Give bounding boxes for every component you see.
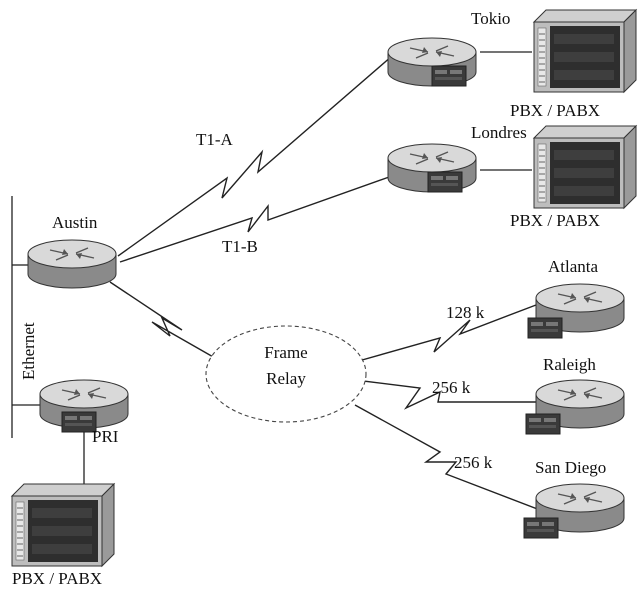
san-diego-router [523, 483, 625, 539]
pri-router [39, 379, 129, 433]
atlanta-link [354, 304, 537, 363]
cloud-label-line1: Frame [264, 343, 307, 362]
atlanta-link-label: 128 k [446, 303, 485, 322]
san-diego-label: San Diego [535, 458, 606, 477]
local-pbx-label: PBX / PABX [12, 569, 102, 588]
san-diego-link [354, 404, 541, 511]
londres-label: Londres [471, 123, 527, 142]
san-diego-link-label: 256 k [454, 453, 493, 472]
pbx-icon [533, 9, 637, 93]
cloud-label-line2: Relay [266, 369, 306, 388]
londres-pbx-label: PBX / PABX [510, 211, 600, 230]
ethernet-label: Ethernet [19, 322, 38, 380]
router-icon [27, 239, 117, 289]
cloud-icon [205, 325, 367, 423]
pri-label: PRI [92, 427, 119, 446]
pbx-icon [11, 483, 115, 567]
atlanta-label: Atlanta [548, 257, 598, 276]
raleigh-link-label: 256 k [432, 378, 471, 397]
londres-pbx [533, 125, 637, 209]
pbx-icon [533, 125, 637, 209]
router-module [431, 65, 467, 87]
frame-relay-cloud: Frame Relay [205, 325, 367, 423]
tokio-router [387, 37, 477, 87]
local-pbx [11, 483, 115, 567]
router-module [427, 171, 463, 193]
raleigh-label: Raleigh [543, 355, 596, 374]
t1b-link [119, 175, 393, 263]
austin-router [27, 239, 117, 289]
atlanta-router [527, 283, 625, 339]
router-module [61, 411, 97, 433]
tokio-pbx-label: PBX / PABX [510, 101, 600, 120]
t1b-label: T1-B [222, 237, 258, 256]
raleigh-router [525, 379, 625, 435]
londres-router [387, 143, 477, 193]
austin-frame-relay-link [109, 281, 223, 363]
tokio-pbx [533, 9, 637, 93]
router-module [527, 317, 563, 339]
router-module [523, 517, 559, 539]
t1a-label: T1-A [196, 130, 234, 149]
tokio-label: Tokio [471, 9, 510, 28]
t1a-link [117, 55, 393, 257]
raleigh-link [354, 379, 540, 410]
router-module [525, 413, 561, 435]
austin-label: Austin [52, 213, 98, 232]
